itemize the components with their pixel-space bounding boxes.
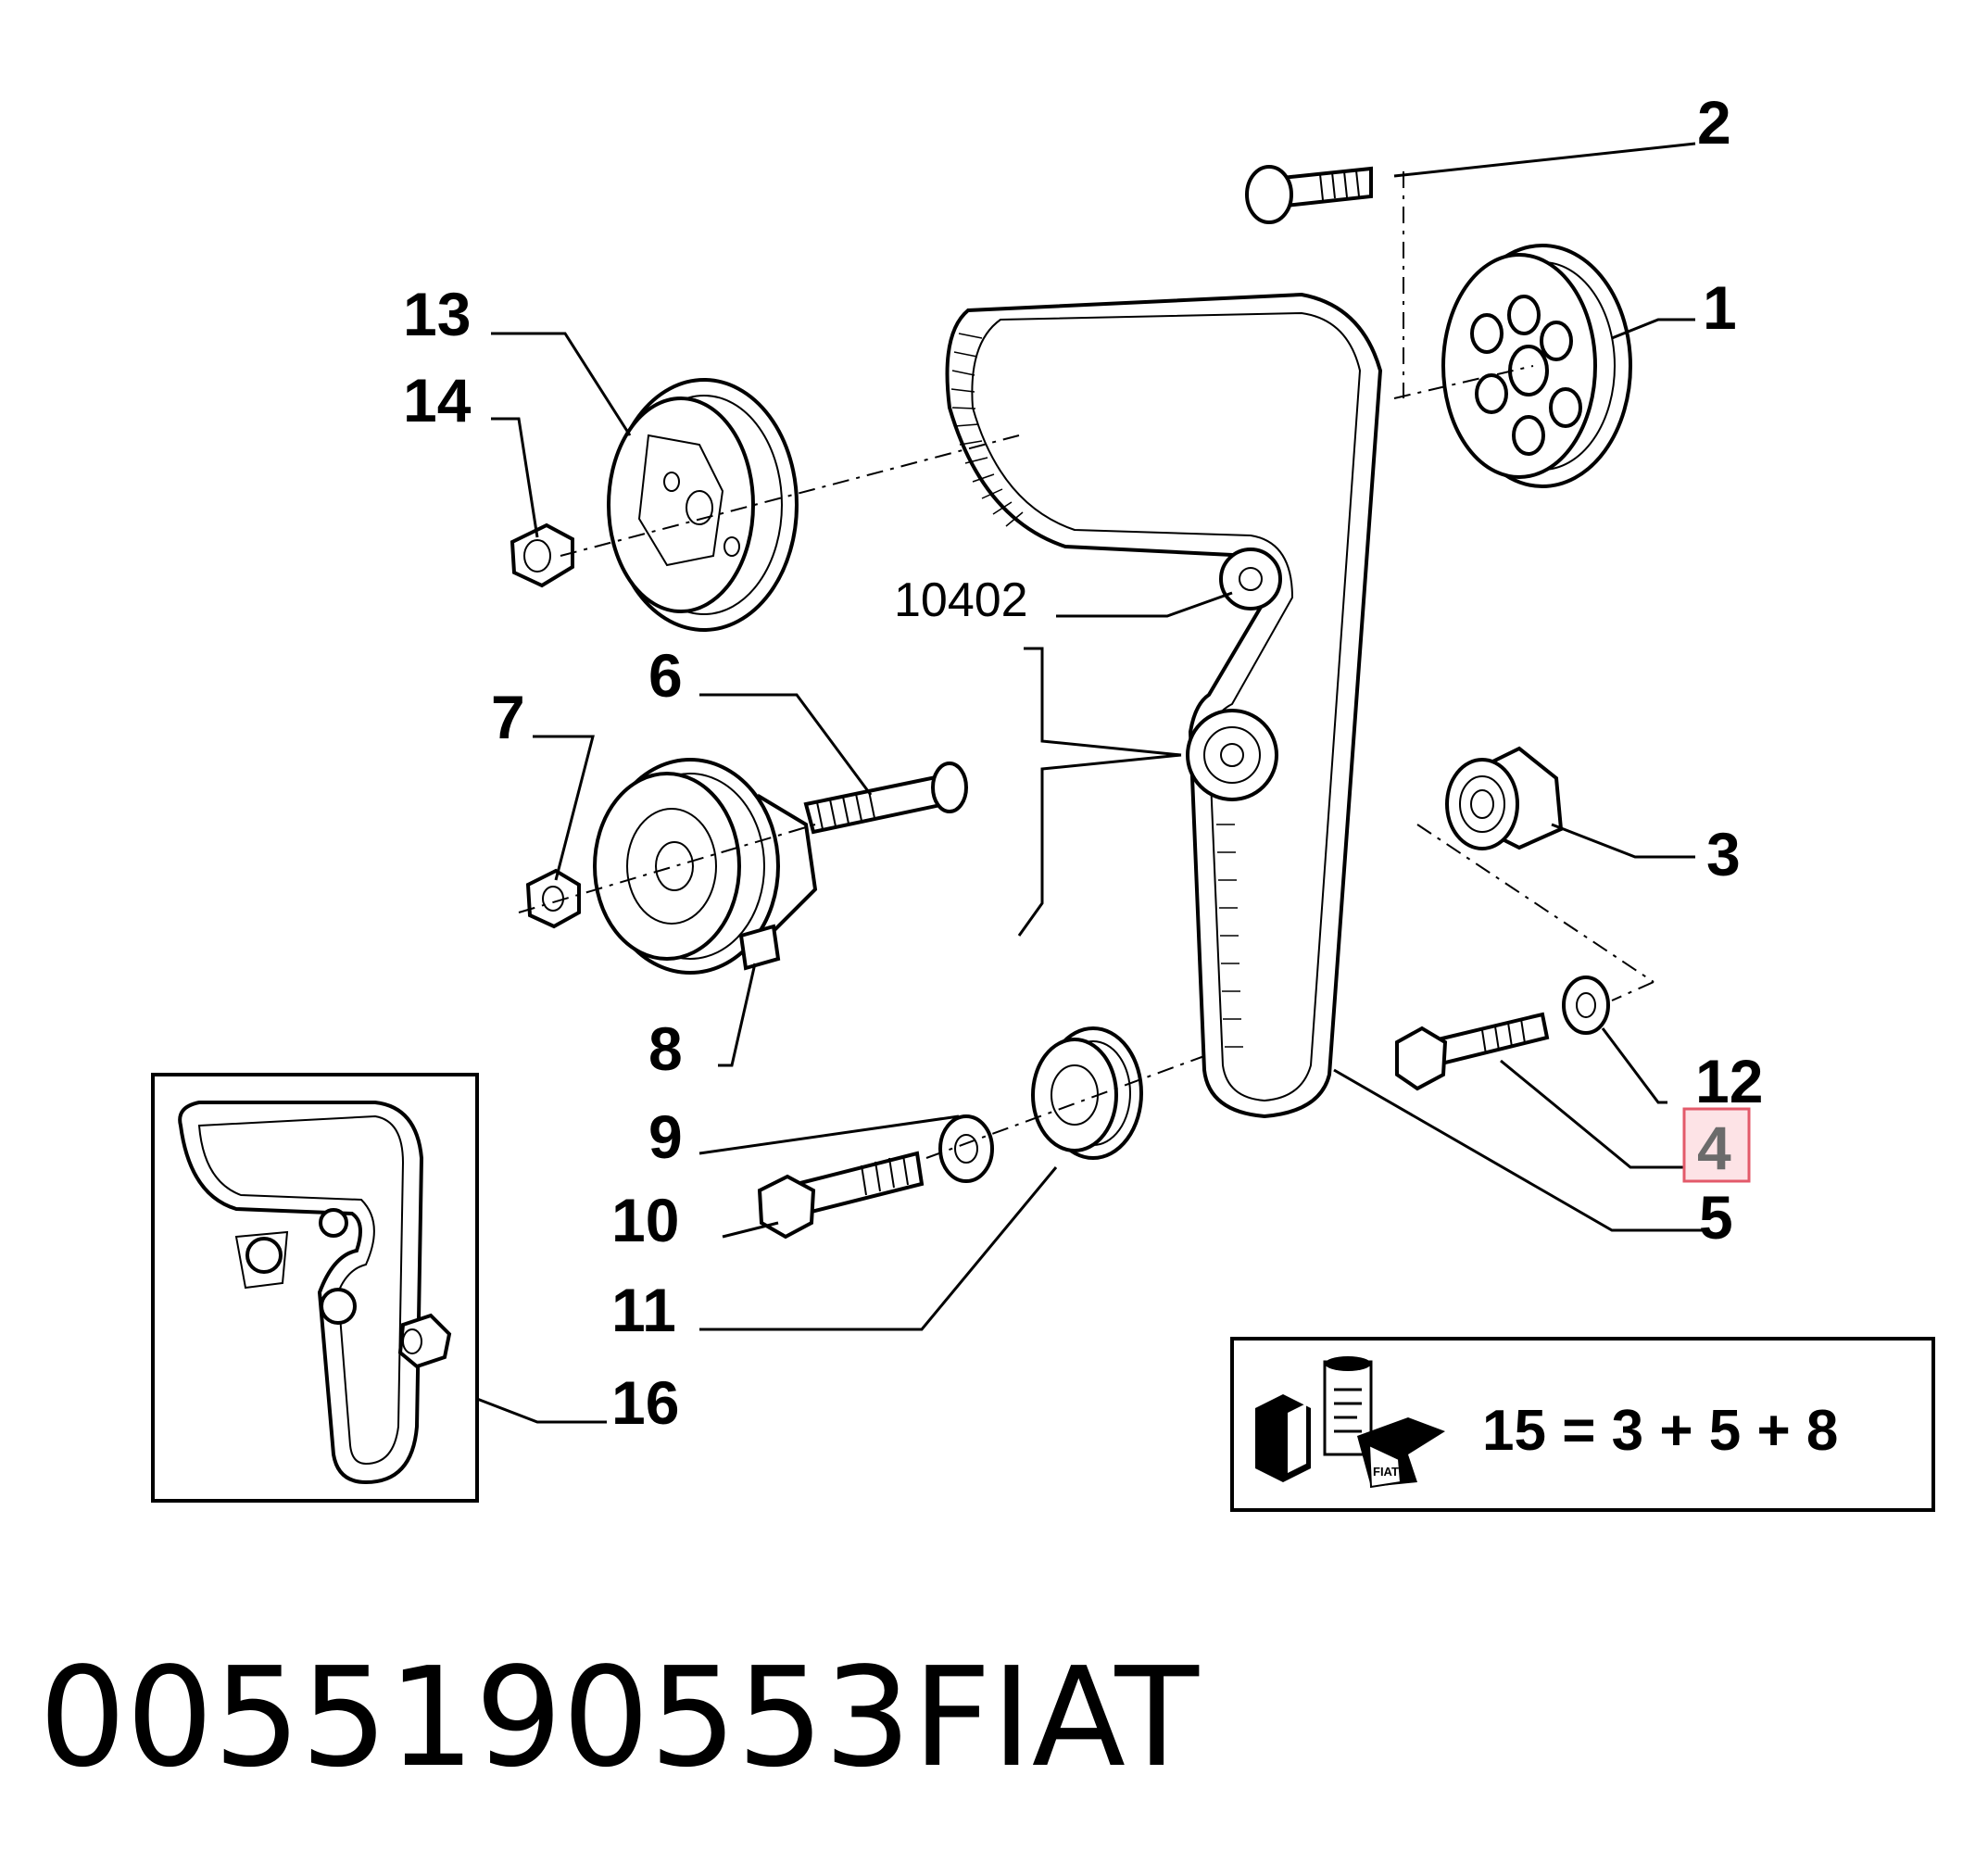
callout-16: 16 (611, 1368, 679, 1437)
brand-name: FIAT (912, 1638, 1200, 1797)
washer-12 (1562, 976, 1610, 1035)
callout-11: 11 (611, 1276, 676, 1344)
camshaft-pulley-13 (607, 378, 799, 632)
callout-12: 12 (1695, 1047, 1763, 1115)
idler-pulley-3 (1445, 746, 1564, 850)
callout-5: 5 (1699, 1183, 1733, 1252)
kit-box-15: FIAT 15 = 3 + 5 + 8 (1230, 1337, 1935, 1512)
callout-13: 13 (403, 280, 471, 348)
bolt-6 (803, 762, 968, 835)
kit-formula: 15 = 3 + 5 + 8 (1482, 1399, 1838, 1463)
bolt-4 (1395, 1012, 1550, 1091)
nut-14 (510, 522, 574, 588)
kit-parts-icon: FIAT (1255, 1356, 1445, 1489)
camshaft-pulley-1 (1441, 244, 1632, 488)
crankshaft-pulley-11 (1031, 1026, 1143, 1160)
callout-9: 9 (648, 1102, 683, 1171)
callout-3: 3 (1706, 820, 1741, 888)
inset-16 (151, 1073, 479, 1503)
callouts: 2 1 13 14 10402 6 7 3 8 12 4 9 5 10 11 1… (403, 88, 1763, 1437)
callout-14: 14 (403, 366, 472, 434)
kit-box-label: FIAT (1373, 1465, 1399, 1479)
reference-10402: 10402 (894, 573, 1028, 627)
tensioner-pulley-8 (593, 758, 818, 975)
callout-6: 6 (648, 641, 683, 710)
highlight-box (1682, 1107, 1751, 1183)
timing-belt (945, 292, 1383, 1119)
leader-lines (476, 142, 1705, 1424)
axis-lines (518, 171, 1655, 1159)
callout-7: 7 (491, 683, 525, 751)
callout-10: 10 (611, 1186, 679, 1254)
callout-1: 1 (1703, 273, 1737, 342)
part-number: 0055190553 (39, 1638, 912, 1797)
nut-7 (525, 868, 581, 929)
bolt-10 (757, 1151, 925, 1240)
callout-4: 4 (1697, 1114, 1731, 1182)
washer-9 (938, 1114, 994, 1183)
bolt-2 (1245, 165, 1373, 224)
callout-8: 8 (648, 1014, 683, 1083)
callout-2: 2 (1697, 88, 1731, 157)
